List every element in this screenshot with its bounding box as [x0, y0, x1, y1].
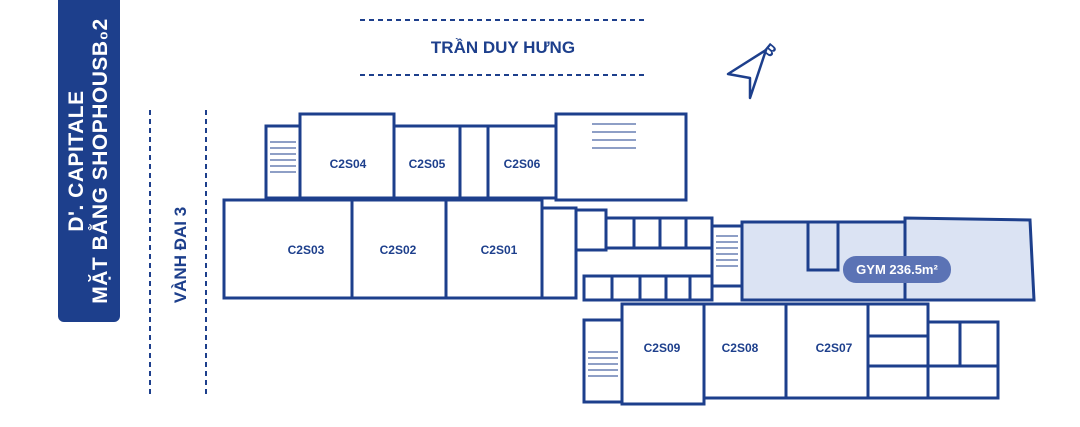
service-cluster-1	[866, 302, 930, 400]
stair-block-top	[264, 124, 302, 200]
stair-block-bottom	[582, 318, 624, 404]
room-label-c2s08: C2S08	[722, 341, 759, 355]
stair-treads	[270, 123, 738, 377]
room-label-c2s09: C2S09	[644, 341, 681, 355]
room-label-c2s01: C2S01	[481, 243, 518, 257]
room-label-c2s03: C2S03	[288, 243, 325, 257]
gym-label: GYM 236.5m²	[856, 262, 938, 277]
room-label-c2s02: C2S02	[380, 243, 417, 257]
service-rooms-bottom	[582, 274, 714, 302]
room-outline-top-right	[554, 112, 688, 202]
room-outline-c2s04	[298, 112, 396, 200]
room-label-c2s07: C2S07	[816, 341, 853, 355]
road-label-tran-duy-hung: TRẦN DUY HƯNG	[430, 38, 576, 57]
corridor-top	[458, 124, 490, 200]
title-banner: D'. CAPITALE MẶT BẰNG SHOPHOUSB₀2	[58, 0, 120, 322]
road-dividers	[149, 19, 646, 395]
room-label-c2s06: C2S06	[504, 157, 541, 171]
stair-block-mid	[710, 224, 744, 288]
compass-icon: B	[726, 41, 779, 100]
room-label-c2s05: C2S05	[409, 157, 446, 171]
service-cluster-2	[926, 320, 1000, 400]
gym-badge	[843, 256, 951, 283]
corridor-block	[540, 206, 578, 300]
service-room-1	[574, 208, 608, 252]
room-label-c2s04: C2S04	[330, 157, 367, 171]
